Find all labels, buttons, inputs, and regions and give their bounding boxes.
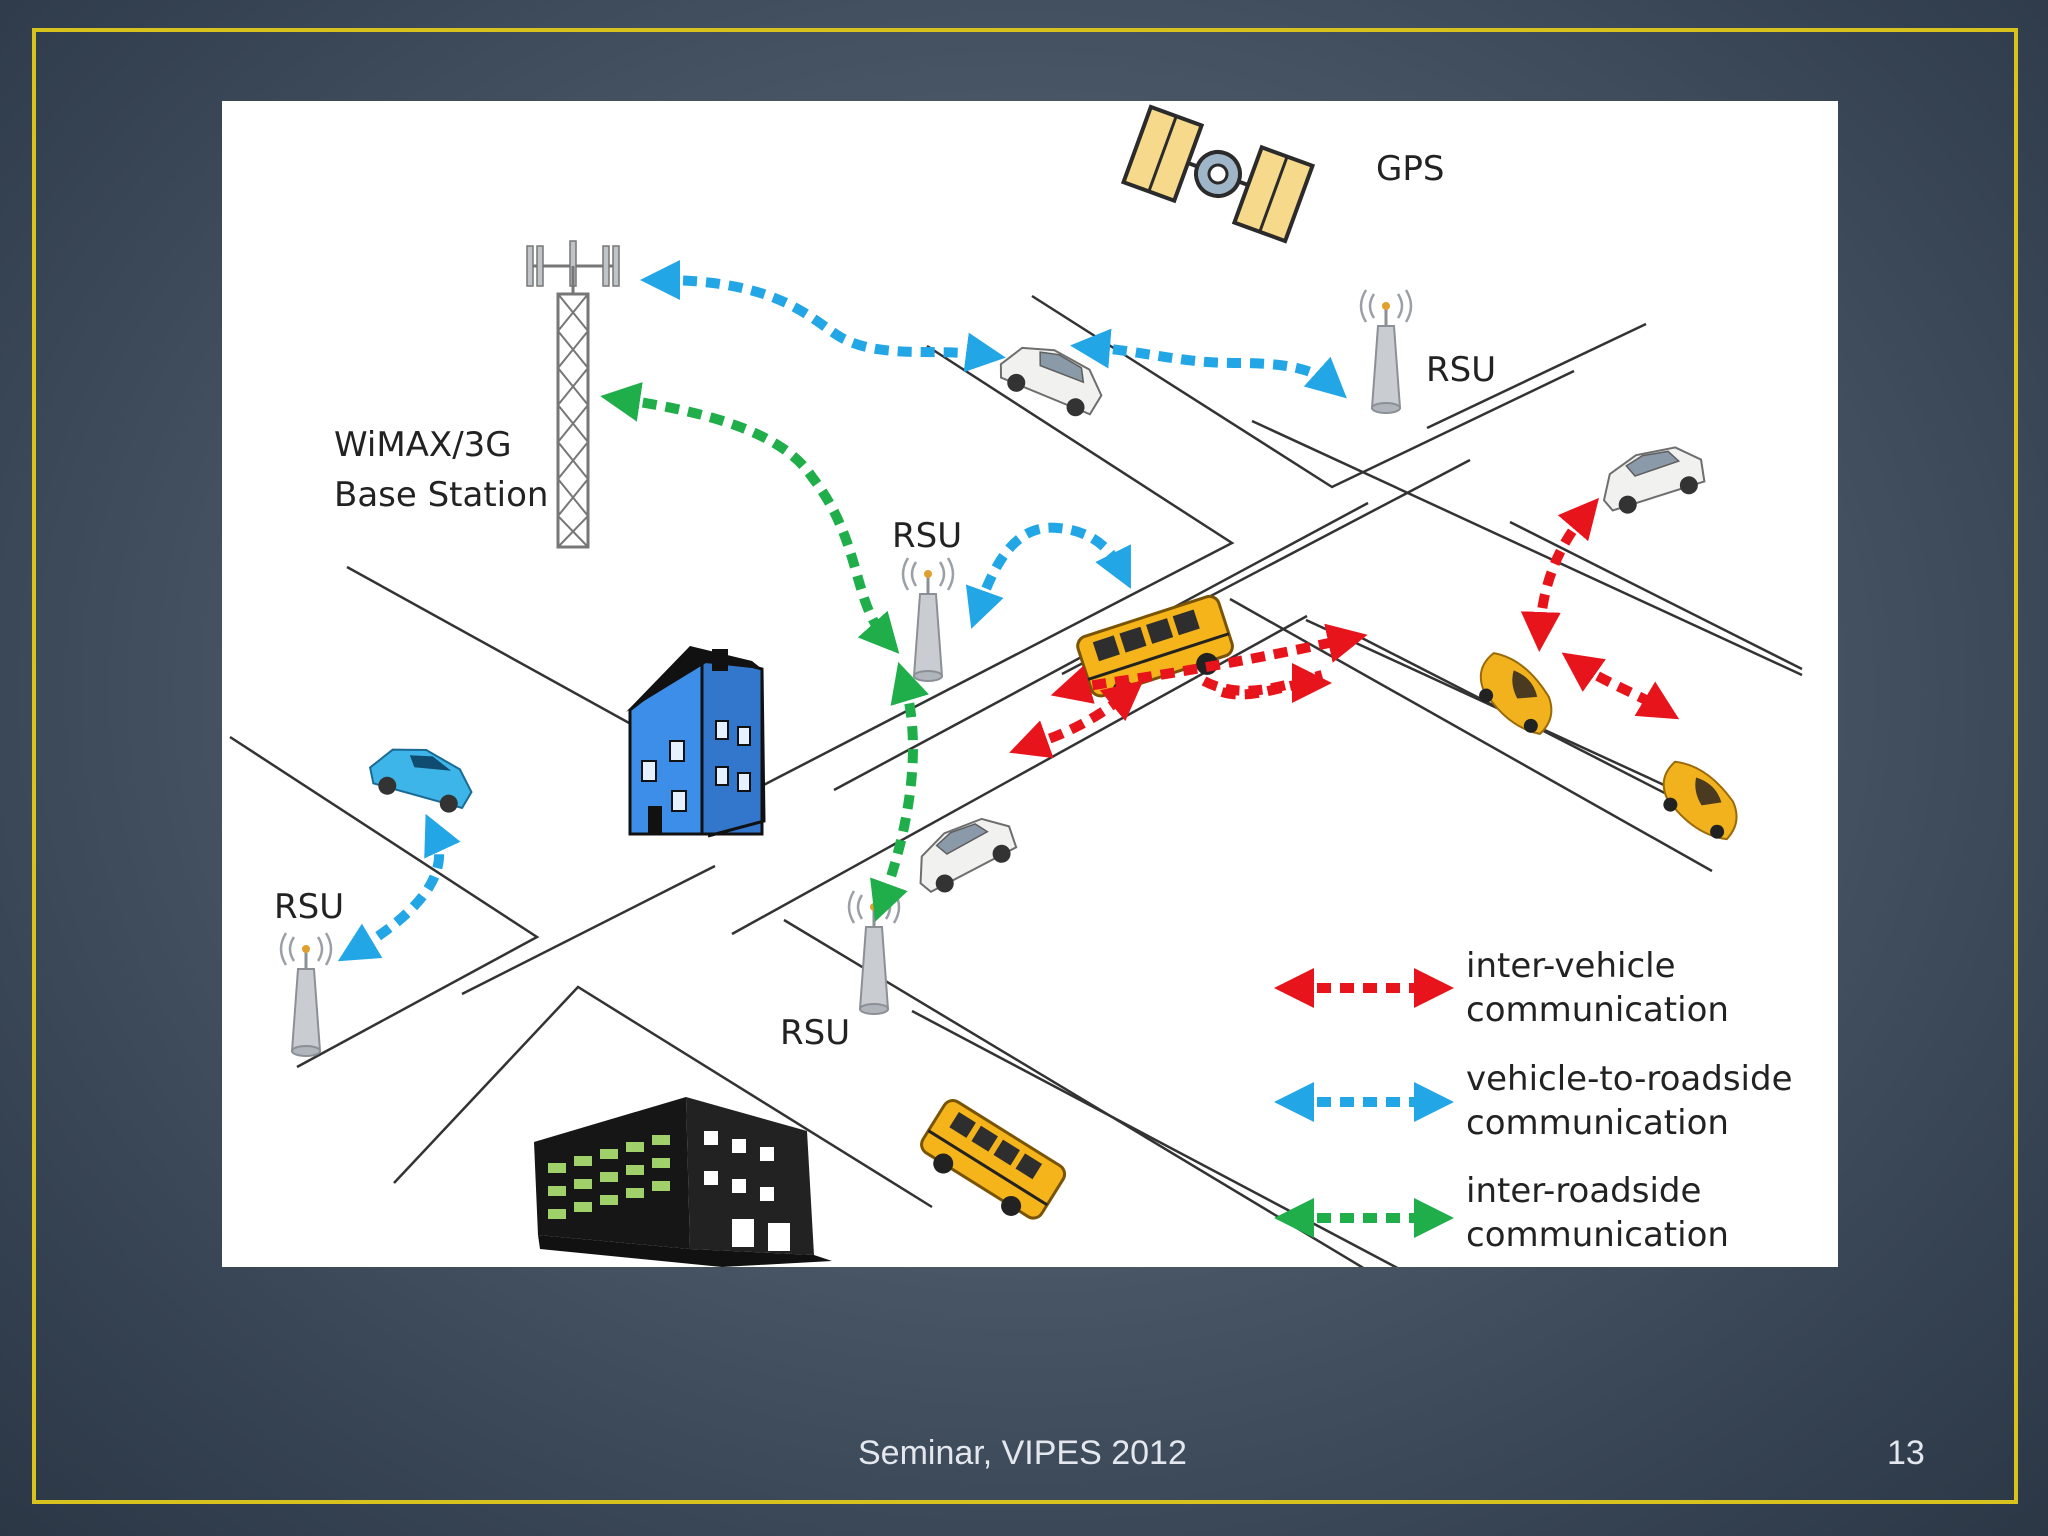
gps-satellite-icon [1120, 104, 1316, 244]
legend-vehicle-to-roadside: vehicle-to-roadside communication [1466, 1057, 1793, 1145]
link-car-to-bus [1009, 680, 1144, 759]
blue-car-icon [368, 748, 473, 813]
legend-inter-roadside-line2: communication [1466, 1215, 1729, 1255]
yellow-sports-car-1 [1464, 647, 1568, 740]
school-bus-bottom-icon [920, 1099, 1067, 1220]
rsu-label-center: RSU [892, 516, 963, 556]
link-rsu-to-bus [965, 522, 1131, 629]
footer-text: Seminar, VIPES 2012 [858, 1434, 1187, 1472]
legend-inter-vehicle-line2: communication [1466, 990, 1729, 1030]
car-top-right [1594, 439, 1711, 520]
link-tower-to-car [640, 260, 1006, 373]
rsu-label-lower-center: RSU [780, 1013, 851, 1053]
link-tower-to-rsu [600, 382, 900, 654]
base-station-tower-icon [526, 240, 620, 549]
link-car-to-sports-car [1520, 497, 1600, 652]
vehicle-to-roadside-links [337, 260, 1347, 962]
yellow-sports-car-2 [1648, 755, 1752, 846]
rsu-label-left: RSU [274, 887, 345, 927]
link-sports-car-to-sports-car [1561, 652, 1680, 720]
inter-roadside-links [600, 382, 929, 922]
rsu-tower-icon-center [901, 556, 955, 683]
vanet-diagram: GPS WiMAX/3G Base Station RSU RSU RSU RS… [222, 101, 1838, 1267]
rsu-tower-icon-top-right [1359, 288, 1413, 415]
base-station-label-line1: WiMAX/3G [334, 425, 512, 465]
house-icon [626, 646, 766, 838]
legend-inter-roadside: inter-roadside communication [1466, 1169, 1729, 1257]
link-rsu-to-rsu [870, 661, 929, 922]
rsu-label-top-right: RSU [1426, 350, 1497, 390]
legend-inter-vehicle-line1: inter-vehicle [1466, 946, 1676, 986]
link-car-to-rsu-left [337, 813, 461, 962]
slide-frame [32, 28, 2018, 1504]
gps-label: GPS [1376, 149, 1445, 189]
legend-vehicle-to-roadside-line2: communication [1466, 1103, 1729, 1143]
legend-vehicle-to-roadside-line1: vehicle-to-roadside [1466, 1059, 1793, 1099]
diagram-canvas [229, 104, 1803, 1267]
base-station-label-line2: Base Station [334, 475, 549, 515]
link-car-to-rsu [1070, 328, 1347, 399]
rsu-tower-icon-left [279, 931, 333, 1058]
office-building-icon [534, 1097, 832, 1267]
legend-arrows [1274, 968, 1454, 1238]
legend-inter-vehicle: inter-vehicle communication [1466, 944, 1729, 1032]
inter-vehicle-links [1009, 497, 1680, 759]
slide-number: 13 [1887, 1434, 1925, 1472]
car-middle [904, 807, 1025, 902]
legend-inter-roadside-line1: inter-roadside [1466, 1171, 1702, 1211]
rsu-tower-icon-lower-center [847, 889, 901, 1016]
